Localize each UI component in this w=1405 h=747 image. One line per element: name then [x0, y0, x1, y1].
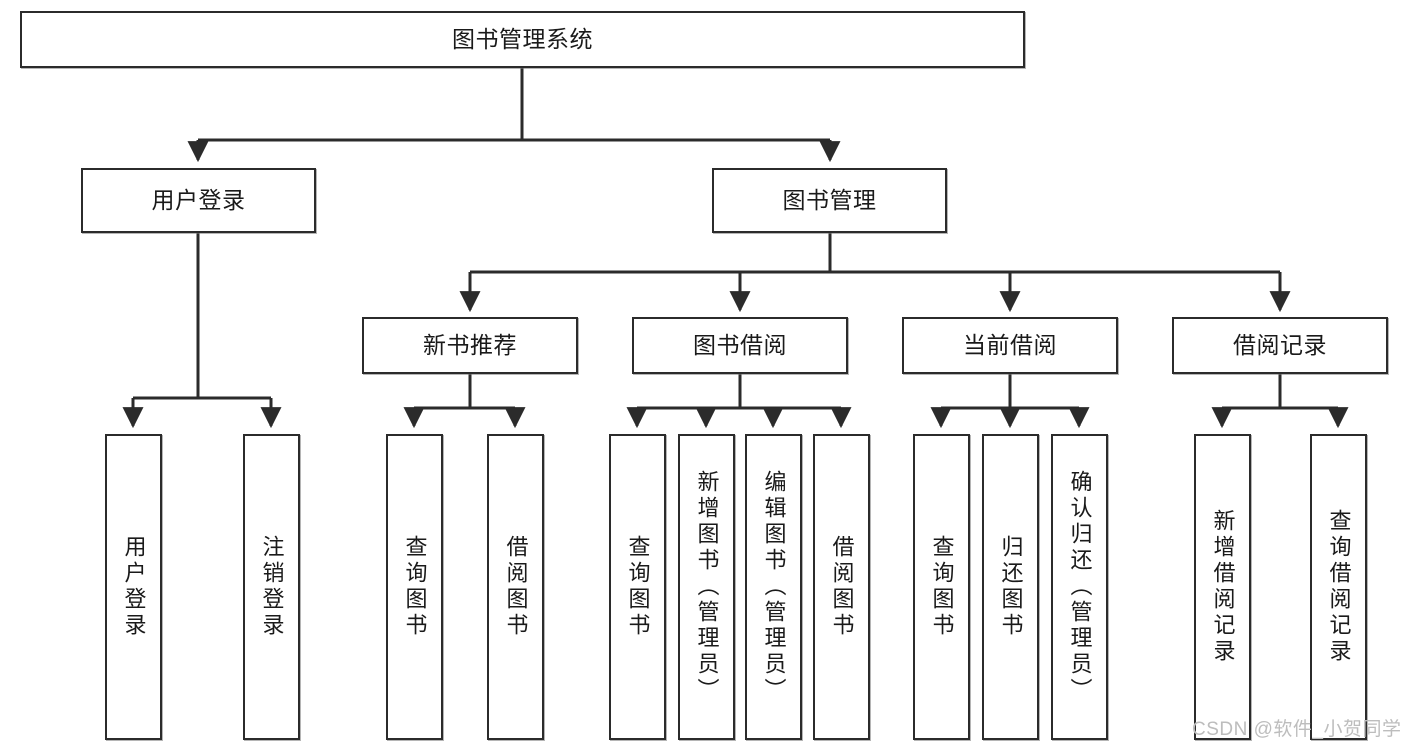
node-label: 注销登录	[259, 535, 285, 639]
leaf-borrow-book[interactable]: 借阅图书	[813, 434, 870, 740]
node-label: 借阅图书	[829, 535, 855, 639]
node-label: 借阅记录	[1233, 332, 1327, 359]
node-book-management[interactable]: 图书管理	[712, 168, 947, 233]
node-label: 图书管理	[782, 187, 877, 214]
node-label: 查询图书	[402, 535, 428, 639]
node-label: 图书管理系统	[452, 26, 593, 53]
leaf-query-book-recommend[interactable]: 查询图书	[386, 434, 443, 740]
node-label: 新增图书（管理员）	[694, 470, 720, 704]
leaf-user-login[interactable]: 用户登录	[105, 434, 162, 740]
node-label: 用户登录	[151, 187, 246, 214]
node-current-borrow[interactable]: 当前借阅	[902, 317, 1118, 374]
node-label: 图书借阅	[693, 332, 787, 359]
node-label: 用户登录	[121, 535, 147, 639]
node-label: 确认归还（管理员）	[1067, 470, 1093, 704]
leaf-add-borrow-record[interactable]: 新增借阅记录	[1194, 434, 1251, 740]
node-label: 新增借阅记录	[1210, 509, 1236, 665]
leaf-query-borrow-record[interactable]: 查询借阅记录	[1310, 434, 1367, 740]
csdn-watermark: CSDN @软件_小贺同学	[1192, 719, 1402, 740]
leaf-query-book-current[interactable]: 查询图书	[913, 434, 970, 740]
node-label: 查询借阅记录	[1326, 509, 1352, 665]
leaf-confirm-return-admin[interactable]: 确认归还（管理员）	[1051, 434, 1108, 740]
leaf-query-book-borrow[interactable]: 查询图书	[609, 434, 666, 740]
leaf-add-book-admin[interactable]: 新增图书（管理员）	[678, 434, 735, 740]
node-root-book-management-system[interactable]: 图书管理系统	[20, 11, 1025, 68]
leaf-borrow-book-recommend[interactable]: 借阅图书	[487, 434, 544, 740]
leaf-edit-book-admin[interactable]: 编辑图书（管理员）	[745, 434, 802, 740]
node-label: 当前借阅	[963, 332, 1057, 359]
node-label: 查询图书	[929, 535, 955, 639]
leaf-logout[interactable]: 注销登录	[243, 434, 300, 740]
node-label: 编辑图书（管理员）	[761, 470, 787, 704]
node-book-borrow[interactable]: 图书借阅	[632, 317, 848, 374]
node-user-login[interactable]: 用户登录	[81, 168, 316, 233]
node-borrow-record[interactable]: 借阅记录	[1172, 317, 1388, 374]
leaf-return-book[interactable]: 归还图书	[982, 434, 1039, 740]
node-label: 新书推荐	[423, 332, 517, 359]
node-new-book-recommend[interactable]: 新书推荐	[362, 317, 578, 374]
node-label: 借阅图书	[503, 535, 529, 639]
node-label: 查询图书	[625, 535, 651, 639]
node-label: 归还图书	[998, 535, 1024, 639]
